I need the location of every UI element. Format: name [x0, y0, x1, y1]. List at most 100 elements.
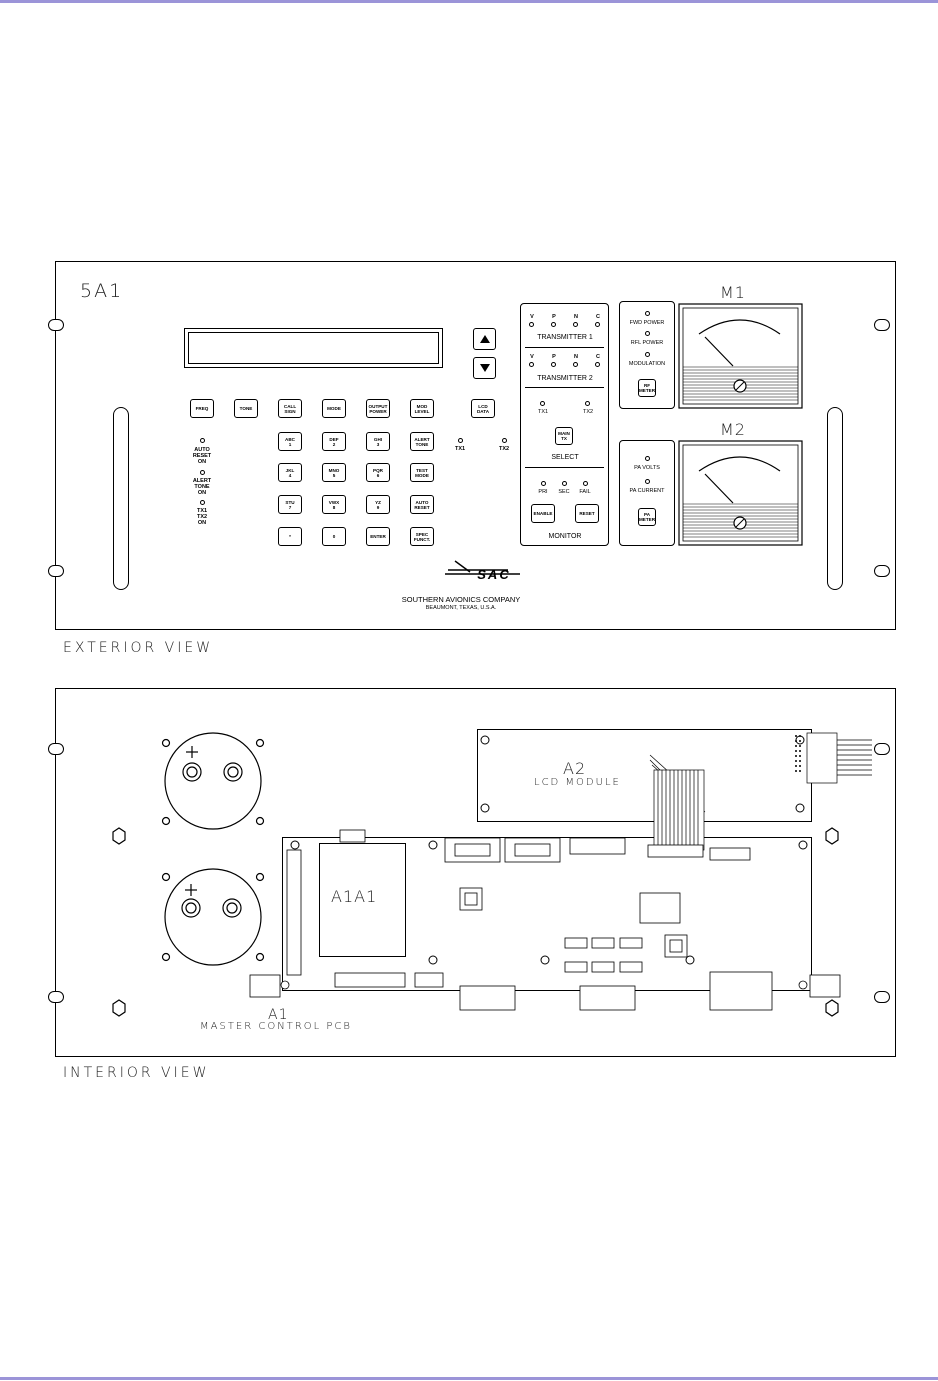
meter-m2-label: M2 [720, 420, 746, 439]
monitor-title: MONITOR [548, 533, 582, 540]
fail-label: FAIL [579, 489, 591, 495]
key-7-button[interactable]: STU 7 [278, 495, 302, 514]
arrow-up-icon [479, 335, 490, 343]
lcd-display [184, 328, 443, 368]
company-name: SOUTHERN AVIONICS COMPANY [401, 595, 521, 604]
rf-meter-button[interactable]: RF METER [638, 379, 656, 397]
enter-button[interactable]: ENTER [366, 527, 390, 546]
tx-on-led [200, 500, 205, 505]
tx1-v-led [529, 322, 534, 327]
tone-button[interactable]: TONE [234, 399, 258, 418]
pa-current-led [645, 479, 650, 484]
tx1-led [458, 438, 463, 443]
call-sign-button[interactable]: CALL SIGN [278, 399, 302, 418]
key-9-button[interactable]: YZ 9 [366, 495, 390, 514]
select-tx1-label: TX1 [537, 409, 549, 415]
enable-button[interactable]: ENABLE [531, 504, 555, 523]
daughter-board-label: A1A1 [331, 887, 378, 906]
key-1-button[interactable]: ABC 1 [278, 432, 302, 451]
arrow-up-button[interactable] [473, 328, 496, 350]
mount-notch [48, 319, 64, 331]
tx2-n-led [573, 362, 578, 367]
fwd-power-label: FWD POWER [629, 320, 665, 326]
alert-tone-led [200, 470, 205, 475]
select-tx2-label: TX2 [582, 409, 594, 415]
select-tx1-led [540, 401, 545, 406]
tx1-c-label: C [596, 314, 600, 320]
lcd-data-button[interactable]: LCD DATA [471, 399, 495, 418]
mod-level-button[interactable]: MOD LEVEL [410, 399, 434, 418]
panel-id-label: 5A1 [80, 280, 124, 302]
company-location: BEAUMONT, TEXAS, U.S.A. [425, 605, 497, 611]
mount-notch [874, 743, 890, 755]
tx2-n-label: N [574, 354, 578, 360]
test-mode-button[interactable]: TEST MODE [410, 463, 434, 482]
arrow-down-button[interactable] [473, 357, 496, 379]
alert-tone-led-label: ALERT TONE ON [192, 478, 212, 496]
main-tx-button[interactable]: MAIN TX [555, 427, 573, 445]
meter-m1 [678, 303, 803, 409]
output-power-button[interactable]: OUTPUT POWER [366, 399, 390, 418]
key-star-button[interactable]: * [278, 527, 302, 546]
divider [525, 467, 604, 468]
interior-view-caption: INTERIOR VIEW [63, 1065, 210, 1081]
spec-funct-button[interactable]: SPEC FUNCT. [410, 527, 434, 546]
key-5-button[interactable]: MNO 5 [322, 463, 346, 482]
divider [525, 347, 604, 348]
auto-reset-led-label: AUTO RESET ON [192, 447, 212, 465]
key-3-button[interactable]: GHI 3 [366, 432, 390, 451]
tx2-p-label: P [552, 354, 556, 360]
key-8-button[interactable]: VWX 8 [322, 495, 346, 514]
tx1-n-label: N [574, 314, 578, 320]
daughter-board [319, 843, 406, 957]
pa-current-label: PA CURRENT [629, 488, 665, 494]
tx-on-led-label: TX1 TX2 ON [196, 508, 208, 526]
key-6-button[interactable]: PQR 6 [366, 463, 390, 482]
mount-notch [874, 319, 890, 331]
pa-volts-label: PA VOLTS [634, 465, 660, 471]
pcb-screws [290, 840, 808, 965]
rf-meter-panel [619, 301, 675, 409]
select-title: SELECT [551, 454, 579, 461]
rfl-power-label: RFL POWER [630, 340, 664, 346]
mount-notch [48, 565, 64, 577]
key-4-button[interactable]: JKL 4 [278, 463, 302, 482]
auto-reset-button[interactable]: AUTO RESET [410, 495, 434, 514]
handle-slot-right [827, 407, 843, 590]
fwd-power-led [645, 311, 650, 316]
tx2-led [502, 438, 507, 443]
tx2-c-label: C [596, 354, 600, 360]
pri-led [541, 481, 546, 486]
pcb-components [249, 829, 841, 1011]
pa-meter-panel [619, 440, 675, 546]
pri-label: PRI [538, 489, 548, 495]
top-rule [0, 0, 938, 3]
key-0-button[interactable]: 0 [322, 527, 346, 546]
freq-button[interactable]: FREQ [190, 399, 214, 418]
meter-m2 [678, 440, 803, 546]
tx2-v-led [529, 362, 534, 367]
alert-tone-button[interactable]: ALERT TONE [410, 432, 434, 451]
transmitter-status-panel [520, 303, 609, 546]
pa-meter-button[interactable]: PA METER [638, 508, 656, 526]
fail-led [583, 481, 588, 486]
transmitter1-title: TRANSMITTER 1 [537, 334, 593, 341]
pcb-name: MASTER CONTROL PCB [200, 1021, 352, 1032]
tx2-c-led [595, 362, 600, 367]
pa-volts-led [645, 456, 650, 461]
modulation-led [645, 352, 650, 357]
tx2-led-label: TX2 [498, 446, 510, 452]
tx2-p-led [551, 362, 556, 367]
reset-button[interactable]: RESET [575, 504, 599, 523]
tx1-v-label: V [530, 314, 534, 320]
sec-led [562, 481, 567, 486]
mode-button[interactable]: MODE [322, 399, 346, 418]
pcb-id: A1 [268, 1007, 289, 1023]
tx2-v-label: V [530, 354, 534, 360]
exterior-view-caption: EXTERIOR VIEW [63, 640, 214, 656]
auto-reset-led [200, 438, 205, 443]
key-2-button[interactable]: DEF 2 [322, 432, 346, 451]
lcd-header-pins [795, 735, 801, 772]
mount-notch [48, 743, 64, 755]
